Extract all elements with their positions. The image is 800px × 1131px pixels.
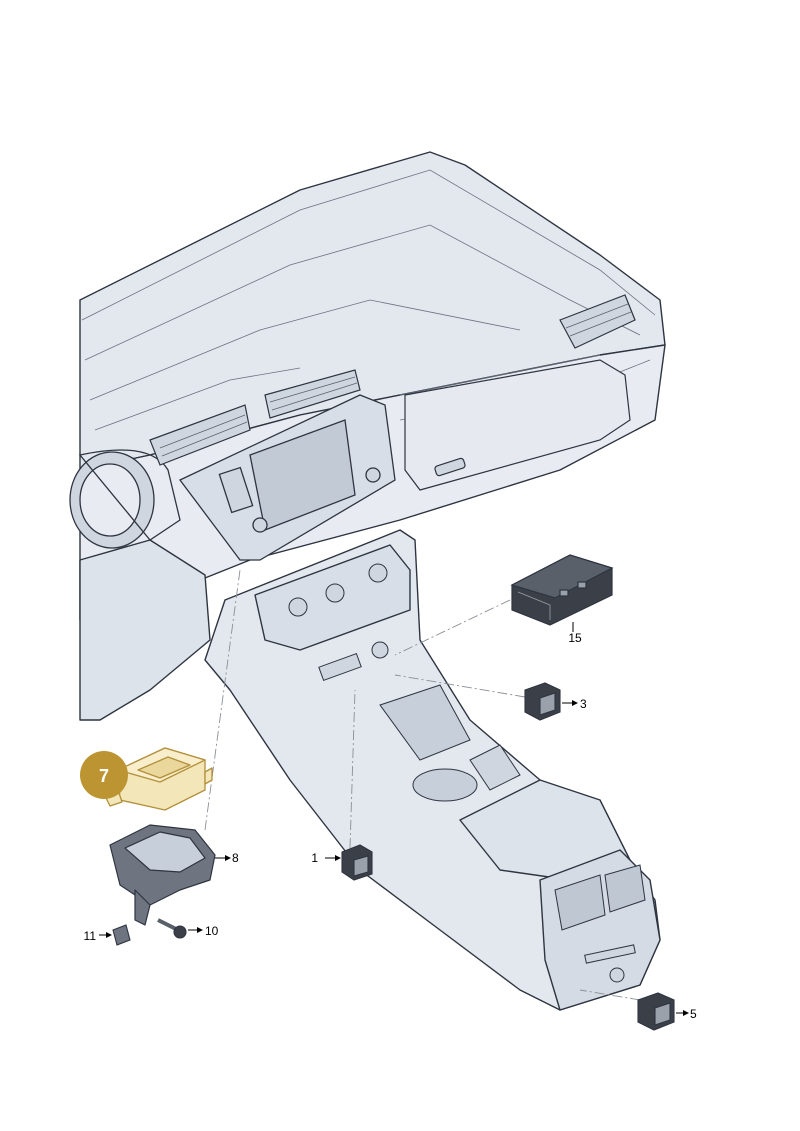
arrowhead-8 (225, 855, 231, 861)
callout-8: 8 (232, 851, 239, 865)
leader-5 (579, 989, 641, 1001)
callout-7-badge: 7 (80, 751, 128, 799)
arrowhead-10 (197, 927, 203, 933)
leader-lines (204, 569, 641, 1001)
part-8-bracket[interactable] (109, 824, 216, 926)
callout-11: 11 (84, 929, 97, 943)
callout-5: 5 (690, 1007, 697, 1021)
part-5-socket[interactable] (637, 992, 675, 1031)
instrument-cluster (69, 449, 181, 549)
arrowhead-11 (106, 932, 112, 938)
console-details (288, 563, 646, 983)
center-air-vents (149, 369, 361, 466)
part-15-control-unit[interactable] (510, 554, 614, 632)
arrowhead-1 (335, 855, 341, 861)
arrowhead-3 (572, 700, 578, 706)
arrowhead-5 (683, 1010, 689, 1016)
part-11-clip[interactable] (112, 924, 131, 946)
callout-15: 15 (568, 631, 582, 645)
infotainment-display (179, 394, 396, 561)
leader-7 (204, 569, 241, 831)
part-1-socket[interactable] (341, 844, 373, 881)
right-air-vent (559, 294, 636, 349)
part-3-socket[interactable] (524, 682, 561, 721)
leader-3 (394, 674, 526, 698)
part-10-screw[interactable] (157, 918, 187, 939)
part-7-control-module[interactable] (104, 747, 213, 811)
callout-10: 10 (205, 924, 219, 938)
callout-3: 3 (580, 697, 587, 711)
glovebox (404, 359, 631, 491)
callout-7-text: 7 (99, 766, 109, 786)
leader-1 (349, 689, 356, 849)
callout-1: 1 (311, 851, 318, 865)
leader-15 (394, 599, 511, 656)
